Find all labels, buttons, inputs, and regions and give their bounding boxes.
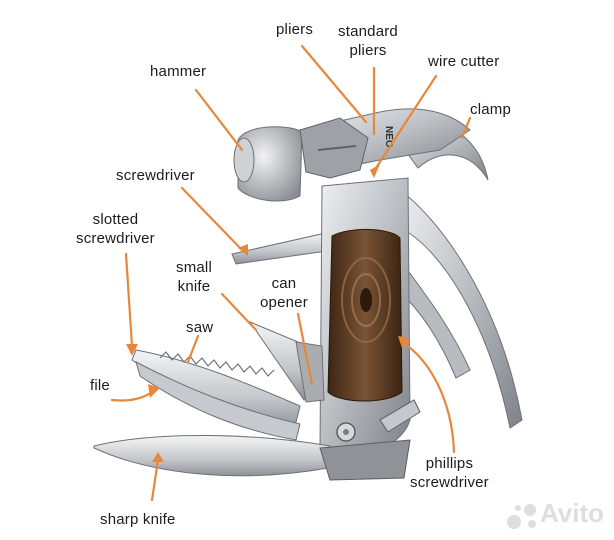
leader-sharp-knife <box>150 458 160 502</box>
label-saw: saw <box>186 318 213 337</box>
file-blade <box>135 361 301 441</box>
leader-saw <box>186 334 200 364</box>
leader-can-opener <box>296 312 314 386</box>
lanyard-ring <box>379 399 421 433</box>
pommel <box>319 439 411 481</box>
label-hammer-text: hammer <box>150 63 207 80</box>
leader-phillips <box>400 340 456 454</box>
label-standard-pliers: standard pliers <box>338 22 398 60</box>
label-sharp-knife: sharp knife <box>100 510 176 529</box>
right-arm-inner <box>397 258 471 379</box>
arrowhead-sharp-knife <box>152 452 164 462</box>
leader-file <box>110 390 154 402</box>
leader-screwdriver <box>180 186 246 254</box>
brand-mark: NEO <box>383 126 394 148</box>
label-phillips-line1: phillips <box>425 455 474 472</box>
right-arm-outer <box>399 188 523 429</box>
arrowhead-screwdriver <box>238 244 248 256</box>
avito-dots-icon <box>507 504 536 529</box>
label-clamp-text: clamp <box>470 101 512 118</box>
label-phillips-line2: screwdriver <box>410 474 489 491</box>
leader-lines <box>110 44 472 502</box>
label-file-text: file <box>90 377 110 394</box>
label-pliers: pliers <box>276 20 313 39</box>
leader-clamp <box>460 116 472 140</box>
leader-pliers <box>300 44 368 124</box>
label-sharp-knife-text: sharp knife <box>100 511 176 528</box>
label-small-knife-line1: small <box>176 259 213 276</box>
label-clamp: clamp <box>470 100 511 119</box>
label-standard-pliers-line1: standard <box>338 23 398 40</box>
wood-handle <box>327 228 403 402</box>
leader-arrowheads <box>126 164 410 462</box>
leader-hammer <box>194 88 244 152</box>
label-can-opener: can opener <box>260 274 308 312</box>
label-standard-pliers-line2: pliers <box>349 42 387 59</box>
label-pliers-text: pliers <box>276 21 314 38</box>
hammer-face <box>237 126 303 202</box>
label-wire-cutter: wire cutter <box>428 52 499 71</box>
leader-wire-cutter <box>374 74 438 170</box>
label-screwdriver-text: screwdriver <box>116 167 195 184</box>
leader-slotted-screwdriver <box>124 252 134 348</box>
label-wire-cutter-text: wire cutter <box>428 53 500 70</box>
label-file: file <box>90 376 110 395</box>
label-can-opener-line1: can <box>271 275 297 292</box>
label-slotted-screwdriver-line2: screwdriver <box>76 230 155 247</box>
label-small-knife-line2: knife <box>177 278 211 295</box>
label-saw-text: saw <box>186 319 214 336</box>
arrowhead-phillips <box>398 336 410 348</box>
label-phillips-screwdriver: phillips screwdriver <box>410 454 489 492</box>
leader-small-knife <box>220 292 258 332</box>
label-can-opener-line2: opener <box>260 294 308 311</box>
watermark: Avito <box>540 498 605 528</box>
arrowhead-wire-cutter <box>370 164 380 178</box>
label-screwdriver: screwdriver <box>116 166 195 185</box>
arrowhead-file <box>148 384 160 398</box>
label-slotted-screwdriver: slotted screwdriver <box>76 210 155 248</box>
sharp-knife-blade <box>93 434 331 477</box>
label-hammer: hammer <box>150 62 206 81</box>
arrowhead-slotted <box>126 344 138 356</box>
label-small-knife: small knife <box>176 258 212 296</box>
label-slotted-screwdriver-line1: slotted <box>92 211 139 228</box>
